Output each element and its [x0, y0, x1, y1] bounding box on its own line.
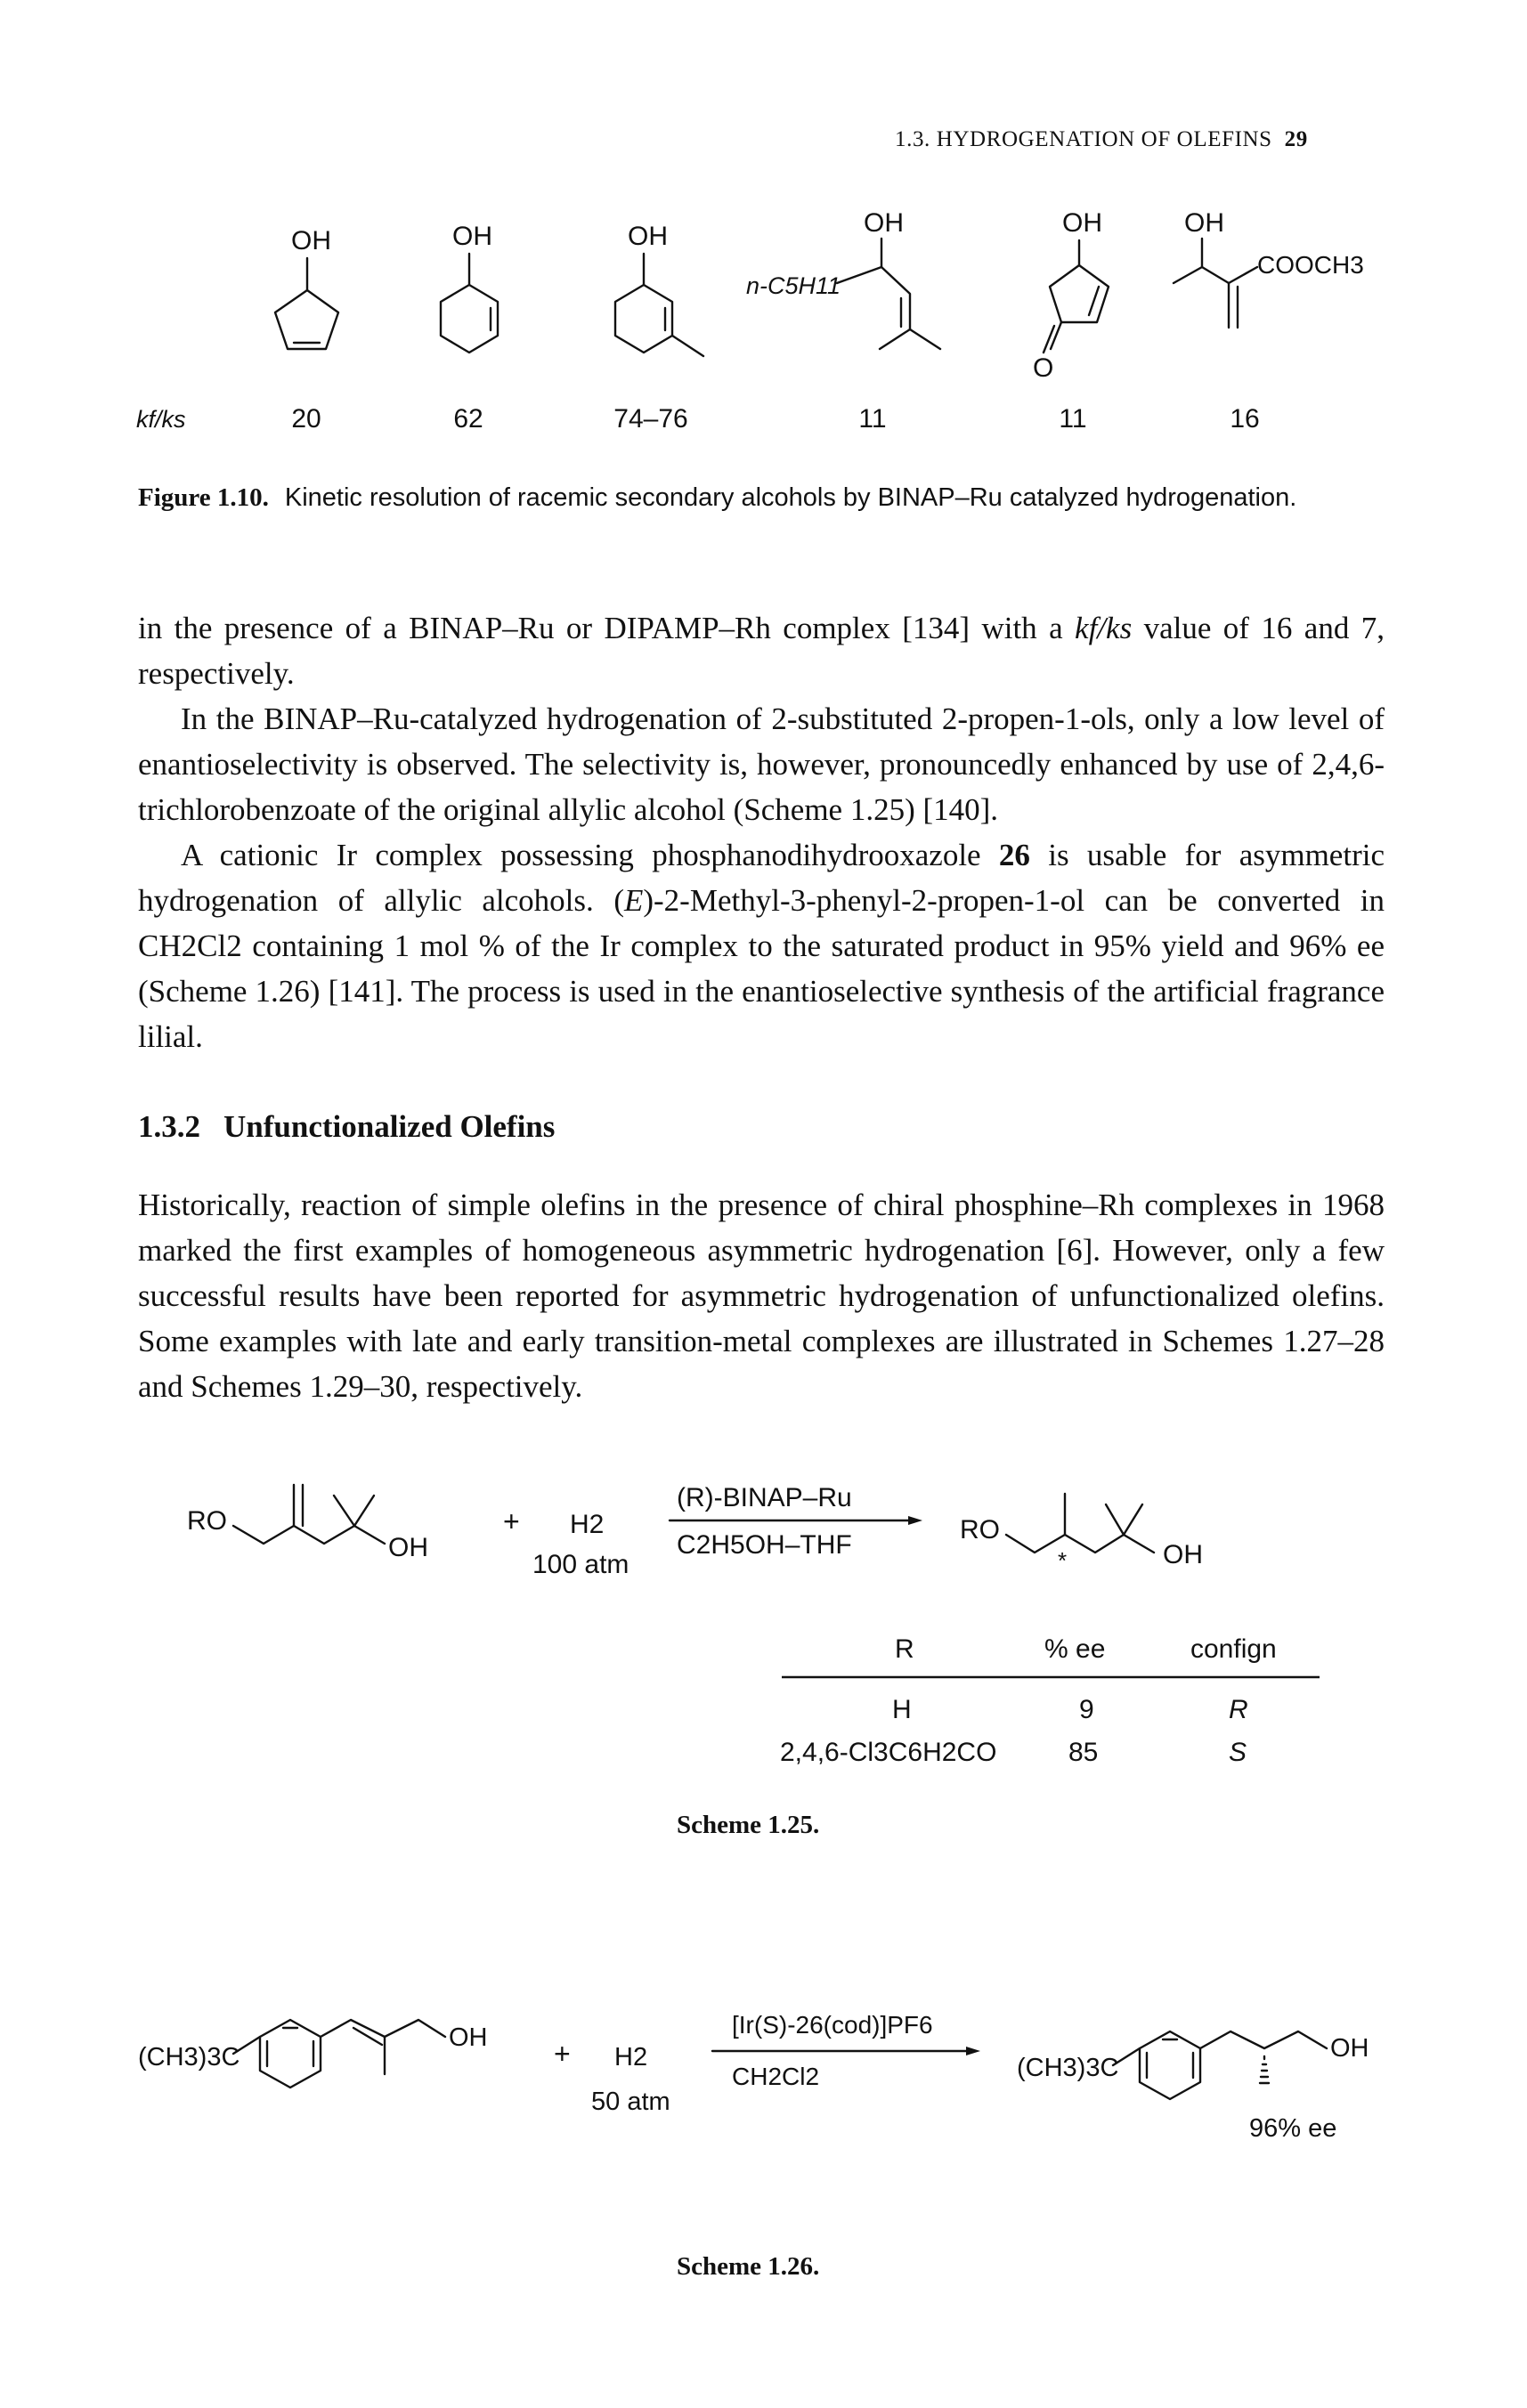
hashed-wedge [1258, 2055, 1271, 2085]
table-cell: 85 [1068, 1738, 1098, 1767]
ratio-label: kf/ks [136, 406, 186, 433]
substrate-ro-label: RO [187, 1506, 227, 1536]
section-number: 1.3.2 [138, 1109, 200, 1144]
structure-hydroxycyclopentenone: OH O 11 [1033, 208, 1110, 434]
section-title: Unfunctionalized Olefins [223, 1109, 556, 1144]
solvent-formula: CH2Cl2 [138, 928, 242, 963]
oh-label: OH [452, 222, 492, 251]
scheme-1-26-caption: Scheme 1.26. [677, 2252, 820, 2281]
pressure-label: 50 atm [591, 2088, 670, 2116]
paragraph-3-text-b: is usable for asymmetric hydrogenation o… [138, 838, 1385, 918]
paragraph-1-ratio: kf/ks [1075, 611, 1133, 645]
paragraph-1-text-a: in the presence of a BINAP–Ru or DIPAMP–… [138, 611, 1076, 645]
structure-methylcyclohexenol: OH 74–76 [613, 222, 705, 434]
paragraph-1-text-b: value of 16 and 7, respectively. [138, 611, 1385, 691]
running-head: 1.3. HYDROGENATION OF OLEFINS 29 [895, 127, 1308, 152]
ratio-value: 74–76 [613, 404, 687, 434]
ester-label: COOCH3 [1257, 251, 1364, 279]
compound-number: 26 [998, 838, 1030, 872]
plus-sign: + [554, 2038, 571, 2070]
running-head-section: 1.3. HYDROGENATION OF OLEFINS [895, 127, 1272, 151]
substrate-oh-label: OH [388, 1533, 428, 1562]
plus-sign: + [503, 1505, 520, 1537]
hydrogen-reagent: H2 [614, 2043, 647, 2072]
structure-cyclohexenol: OH 62 [439, 222, 500, 434]
substrate-tbu-label: (CH3)3C [138, 2043, 240, 2072]
section-heading: 1.3.2 Unfunctionalized Olefins [138, 1109, 555, 1145]
ratio-value: 62 [453, 404, 483, 434]
results-table: R % ee confign H 9 R 2,4,6-Cl3C6H2CO 85 … [780, 1634, 1320, 1767]
paragraph-4: Historically, reaction of simple olefins… [138, 1188, 1385, 1404]
product-ro-label: RO [960, 1515, 1000, 1545]
solvent-label: CH2Cl2 [732, 2063, 819, 2090]
ratio-value: 11 [1059, 404, 1086, 434]
arrow-head [966, 2047, 980, 2055]
scheme-1-26: (CH3)3C OH + H2 50 atm [Ir(S)-26(cod)]PF… [138, 2011, 1369, 2143]
ee-label: 96% ee [1249, 2114, 1336, 2143]
solvent-label: C2H5OH–THF [677, 1530, 852, 1560]
oh-label: OH [864, 208, 904, 238]
table-cell: 9 [1079, 1695, 1094, 1724]
oh-label: OH [628, 222, 668, 251]
ratio-value: 20 [291, 404, 321, 434]
stereo-descriptor: E [623, 883, 644, 918]
table-header-r: R [895, 1634, 914, 1664]
table-cell: S [1229, 1738, 1247, 1767]
scheme-1-25: RO OH + H2 100 atm (R)-BINAP–Ru C2H5OH–T… [187, 1483, 1320, 1767]
product-oh-label: OH [1163, 1540, 1203, 1569]
oh-label: OH [291, 226, 331, 255]
figure-label: Figure 1.10. [138, 483, 269, 512]
structure-acyclic-allylic-alcohol: OH n-C5H11 11 [746, 208, 942, 434]
paragraph-3: A cationic Ir complex possessing phospha… [138, 832, 1385, 1059]
product-tbu-label: (CH3)3C [1017, 2054, 1118, 2082]
catalyst-label: (R)-BINAP–Ru [677, 1483, 852, 1512]
structure-hydroxy-acrylate: OH COOCH3 16 [1172, 208, 1364, 434]
structure-cyclopentenol: OH 20 [273, 226, 340, 434]
table-header-config: confign [1190, 1634, 1277, 1664]
table-header-ee: % ee [1044, 1634, 1105, 1664]
pressure-label: 100 atm [532, 1550, 629, 1579]
oh-label: OH [1062, 208, 1102, 238]
paragraph-1: in the presence of a BINAP–Ru or DIPAMP–… [138, 605, 1385, 696]
ratio-value: 16 [1230, 404, 1259, 434]
scheme-1-25-caption: Scheme 1.25. [677, 1811, 820, 1839]
stereocenter-mark: * [1058, 1547, 1067, 1574]
paragraph-3-text-d: containing 1 mol % of the Ir complex to … [138, 928, 1385, 1054]
carbonyl-oxygen: O [1033, 353, 1053, 383]
table-cell: R [1229, 1695, 1248, 1724]
figure-1-10: kf/ks OH 20 OH 62 OH 74–76 OH n-C5H11 11… [136, 208, 1364, 434]
paragraph-3-text-c: )-2-Methyl-3-phenyl-2-propen-1-ol can be… [643, 883, 1385, 918]
figure-caption-text: Kinetic resolution of racemic secondary … [284, 483, 1297, 512]
paragraph-2: In the BINAP–Ru-catalyzed hydrogenation … [138, 701, 1385, 827]
arrow-head [908, 1516, 922, 1525]
hydrogen-reagent: H2 [570, 1510, 604, 1539]
substrate-oh-label: OH [449, 2023, 488, 2052]
paragraph-3-text-a: A cationic Ir complex possessing phospha… [181, 838, 999, 872]
product-oh-label: OH [1330, 2034, 1369, 2063]
table-cell: H [892, 1695, 912, 1724]
figure-caption: Figure 1.10. Kinetic resolution of racemi… [138, 481, 1402, 515]
table-cell: 2,4,6-Cl3C6H2CO [780, 1738, 996, 1767]
ratio-value: 11 [858, 404, 886, 434]
page-number: 29 [1284, 127, 1308, 151]
oh-label: OH [1184, 208, 1224, 238]
pentyl-label: n-C5H11 [746, 272, 841, 299]
catalyst-label: [Ir(S)-26(cod)]PF6 [732, 2011, 933, 2039]
